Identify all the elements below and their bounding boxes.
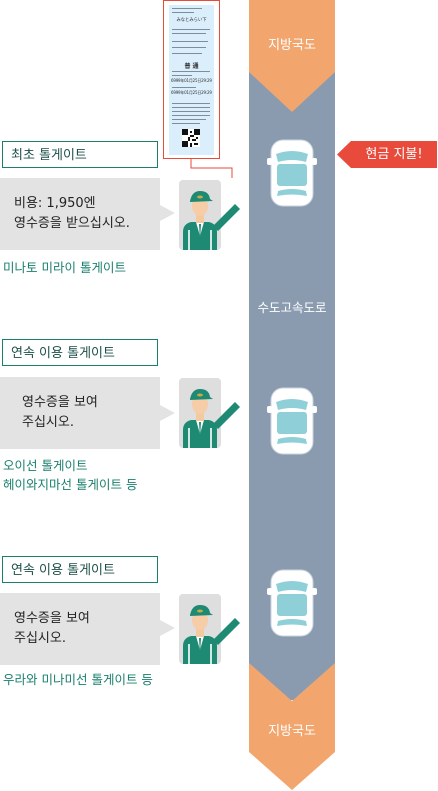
bubble-tail — [160, 620, 175, 636]
cash-payment-badge: 현금 지불! — [351, 141, 437, 168]
top-road-label: 지방국도 — [268, 38, 316, 53]
bottom-local-road — [249, 663, 335, 790]
top-local-road — [249, 0, 335, 112]
receipt-class: 普 通 — [184, 63, 199, 70]
receipt-date-1: 6999年01月25日29:29 — [171, 78, 212, 83]
car-3 — [266, 569, 318, 637]
gate-3-bubble-text: 영수증을 보여 주십시오. — [14, 611, 90, 646]
bubble-tail — [160, 205, 175, 221]
bottom-road-label: 지방국도 — [268, 724, 316, 739]
bubble-tail — [160, 405, 175, 421]
receipt-face: みなとみらい下 普 通 6999年01月25日29:29 6999年01月25日… — [169, 5, 214, 155]
car-2 — [266, 387, 318, 455]
car-1 — [266, 139, 318, 207]
toll-staff-icon — [179, 378, 240, 448]
toll-staff-icon — [179, 594, 240, 664]
gate-2-bubble-text: 영수증을 보여 주십시오. — [22, 395, 98, 430]
gate-3-title: 연속 이용 톨게이트 — [2, 556, 158, 583]
gate-1-title: 최초 톨게이트 — [2, 141, 158, 168]
receipt-ticket: みなとみらい下 普 通 6999年01月25日29:29 6999年01月25日… — [163, 0, 220, 159]
gate-2-title: 연속 이용 톨게이트 — [2, 339, 158, 366]
receipt-title: みなとみらい下 — [176, 18, 207, 23]
expressway-label: 수도고속도로 — [257, 300, 327, 315]
gate-1-caption: 미나토 미라이 톨게이트 — [3, 260, 126, 275]
gate-1-speech-bubble: 비용: 1,950엔 영수증을 받으십시오. — [0, 178, 160, 250]
gate-1-bubble-text: 비용: 1,950엔 영수증을 받으십시오. — [14, 196, 130, 231]
toll-staff-icon — [179, 180, 240, 250]
ticket-connector-line — [190, 159, 233, 178]
gate-3-speech-bubble: 영수증을 보여 주십시오. — [0, 593, 160, 665]
qr-code-icon — [182, 129, 200, 147]
cash-badge-pointer — [337, 141, 351, 168]
gate-3-caption: 우라와 미나미선 톨게이트 등 — [3, 672, 153, 687]
gate-2-speech-bubble: 영수증을 보여 주십시오. — [0, 377, 160, 449]
gate-2-caption: 오이선 톨게이트 헤이와지마선 톨게이트 등 — [3, 458, 138, 492]
receipt-date-2: 6999年01月25日29:29 — [171, 90, 212, 95]
